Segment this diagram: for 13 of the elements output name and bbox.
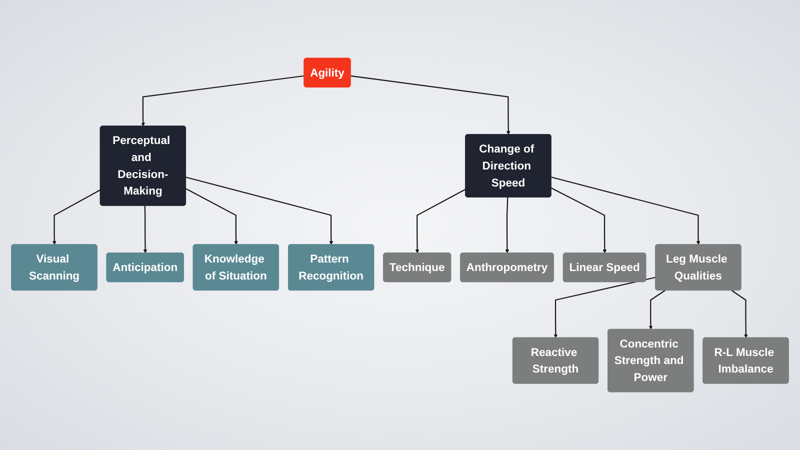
arrow (505, 197, 510, 254)
arrow (415, 188, 466, 254)
arrow (731, 290, 748, 338)
arrow (186, 188, 238, 245)
arrow (143, 206, 148, 254)
arrow (550, 188, 607, 254)
arrow (52, 189, 101, 245)
arrow (648, 290, 666, 330)
arrow (141, 75, 304, 126)
arrow (350, 75, 510, 135)
arrow (551, 176, 700, 245)
arrow (554, 276, 656, 338)
arrow (186, 176, 334, 245)
